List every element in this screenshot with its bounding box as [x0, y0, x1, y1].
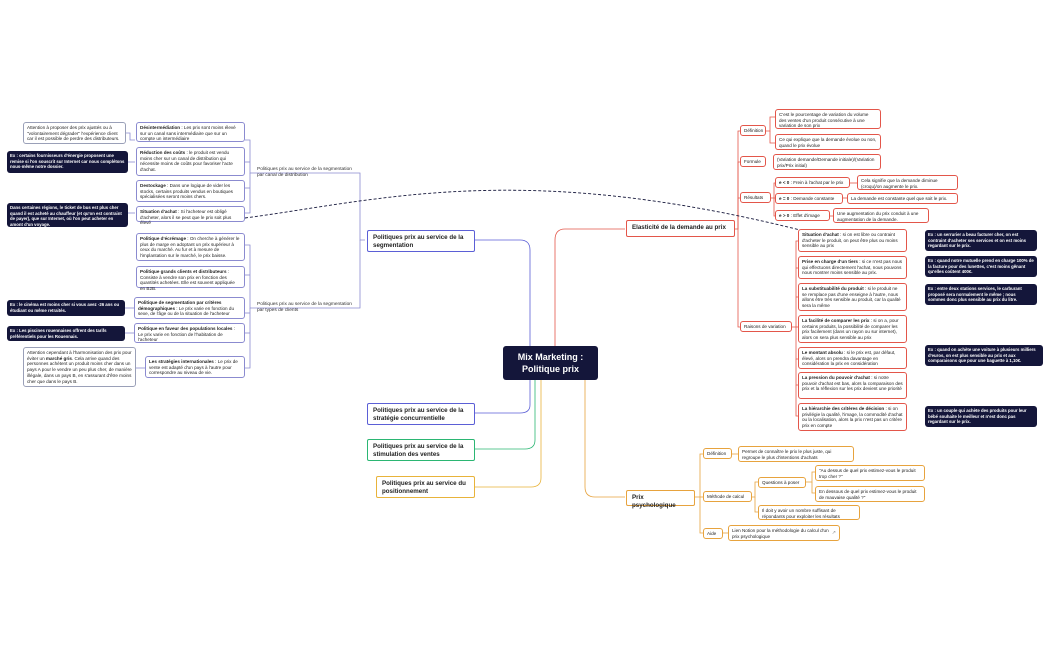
elasticite-def-2[interactable]: Ce qui explique que la demande évolue ou… [775, 134, 881, 150]
client-item-populations-locales[interactable]: Politique en faveur des populations loca… [134, 323, 245, 343]
example-carburant[interactable]: Ex : entre deux stations services, le ca… [925, 284, 1037, 305]
branch-strategie-concurrentielle[interactable]: Politiques prix au service de la stratég… [367, 403, 475, 425]
example-bebe[interactable]: Ex : un couple qui achète des produits p… [925, 406, 1037, 427]
example-cinema[interactable]: Ex : le cinéma est moins cher si vous av… [7, 300, 125, 316]
psycho-definition-text[interactable]: Permet de connaître le prix le plus just… [738, 446, 854, 462]
raison-prise-en-charge[interactable]: Prise en charge d'un tiers : si ce n'est… [798, 256, 907, 279]
canal-item-destockage[interactable]: Destockage : Dans une logique de vider l… [136, 180, 245, 202]
branch-stimulation-ventes[interactable]: Politiques prix au service de la stimula… [367, 439, 475, 461]
elasticite-definition[interactable]: Définition [740, 125, 766, 136]
resultat-positif[interactable]: e > 0 : Effet d'image [775, 210, 830, 221]
client-item-strategies-internationales[interactable]: Les stratégies internationales : Le prix… [145, 356, 245, 378]
central-topic-line-1: Mix Marketing : [517, 352, 584, 362]
branch-segmentation[interactable]: Politiques prix au service de la segment… [367, 230, 475, 252]
psycho-aide[interactable]: Aide [703, 528, 723, 539]
example-bus[interactable]: Dans certaines régions, le ticket de bus… [7, 203, 128, 227]
example-piscines[interactable]: Ex : Les piscines rouennaises offrent de… [7, 326, 125, 341]
central-topic-line-2: Politique prix [521, 364, 579, 374]
raison-hierarchie-criteres[interactable]: La hiérarchie des critères de décision :… [798, 403, 907, 431]
example-voiture[interactable]: Ex : quand on achète une voiture à plusi… [925, 345, 1043, 366]
resultat-negatif[interactable]: e < 0 : Frein à l'achat par le prix [775, 177, 850, 188]
psycho-definition[interactable]: Définition [703, 448, 732, 459]
example-energie[interactable]: Ex : certains fournisseurs d'énergie pro… [7, 151, 128, 173]
sub-segmentation-clients[interactable]: Politiques prix au service de la segment… [257, 302, 352, 313]
client-item-grands-clients[interactable]: Politique grands clients et distributeur… [136, 266, 245, 291]
elasticite-def-1[interactable]: C'est le pourcentage de variation du vol… [775, 109, 881, 129]
raison-facilite-comparer[interactable]: La facilité de comparer les prix : si on… [798, 315, 907, 343]
elasticite-formule-value[interactable]: (Variation demande/Demande initiale)/(Va… [773, 154, 881, 170]
branch-prix-psychologique[interactable]: Prix psychologique [626, 490, 695, 509]
canal-item-desintermediation[interactable]: Désintermédiation : Les prix sont moins … [136, 122, 245, 142]
raison-situation-achat[interactable]: Situation d'achat : si on est libre ou c… [798, 229, 907, 252]
psycho-question-2[interactable]: En dessous de quel prix estimez-vous le … [815, 486, 925, 502]
resultat-zero-note[interactable]: La demande est constante quel que soit l… [847, 193, 958, 204]
resultat-negatif-note[interactable]: Cela signifie que la demande diminue (cr… [857, 175, 958, 190]
note-marche-gris[interactable]: Attention cependant à l'harmonisation de… [23, 347, 136, 387]
canal-item-situation-achat[interactable]: Situation d'achat : Si l'acheteur est ob… [136, 206, 245, 225]
example-serrurier[interactable]: Ex : un serrurier a beau facturer cher, … [925, 230, 1037, 251]
sub-segmentation-canal[interactable]: Politiques prix au service de la segment… [257, 167, 352, 178]
client-item-ecremage[interactable]: Politique d'écrémage : On cherche à géné… [136, 233, 245, 261]
client-item-demographiques[interactable]: Politique de segmentation par critères d… [134, 297, 245, 319]
psycho-questions[interactable]: Questions à poser [758, 477, 806, 488]
example-mutuelle[interactable]: Ex : quand notre mutuelle prend en charg… [925, 256, 1037, 277]
psycho-methode[interactable]: Méthode de calcul [703, 491, 752, 502]
elasticite-raisons[interactable]: Raisons de variation [740, 321, 792, 332]
canal-item-reduction-couts[interactable]: Réduction des coûts : le produit est ven… [136, 147, 245, 176]
psycho-question-1[interactable]: "Au dessus de quel prix estimez-vous le … [815, 465, 925, 481]
external-link-icon[interactable]: ↗ [831, 530, 836, 536]
note-attention-distributeurs[interactable]: Attention à proposer des prix ajustés ou… [23, 122, 126, 144]
psycho-note[interactable]: Il doit y avoir un nombre suffisant de r… [758, 505, 860, 520]
branch-positionnement[interactable]: Politiques prix au service du positionne… [376, 476, 475, 498]
resultat-zero[interactable]: e = 0 : Demande constante [775, 193, 843, 204]
elasticite-resultats[interactable]: Résultats [740, 192, 771, 203]
psycho-aide-link[interactable]: Lien Notion pour la méthodologie du calc… [728, 525, 840, 541]
raison-pouvoir-achat[interactable]: La pression du pouvoir d'achat : si notr… [798, 372, 907, 399]
raison-substituabilite[interactable]: La substituabilité du produit : si le pr… [798, 283, 907, 311]
central-topic[interactable]: Mix Marketing : Politique prix [503, 346, 598, 380]
raison-montant-absolu[interactable]: Le montant absolu : si le prix est, par … [798, 347, 907, 369]
elasticite-formule[interactable]: Formule [740, 156, 766, 167]
resultat-positif-note[interactable]: Une augmentation du prix conduit à une a… [833, 208, 929, 223]
branch-elasticite[interactable]: Elasticité de la demande au prix [626, 220, 735, 237]
